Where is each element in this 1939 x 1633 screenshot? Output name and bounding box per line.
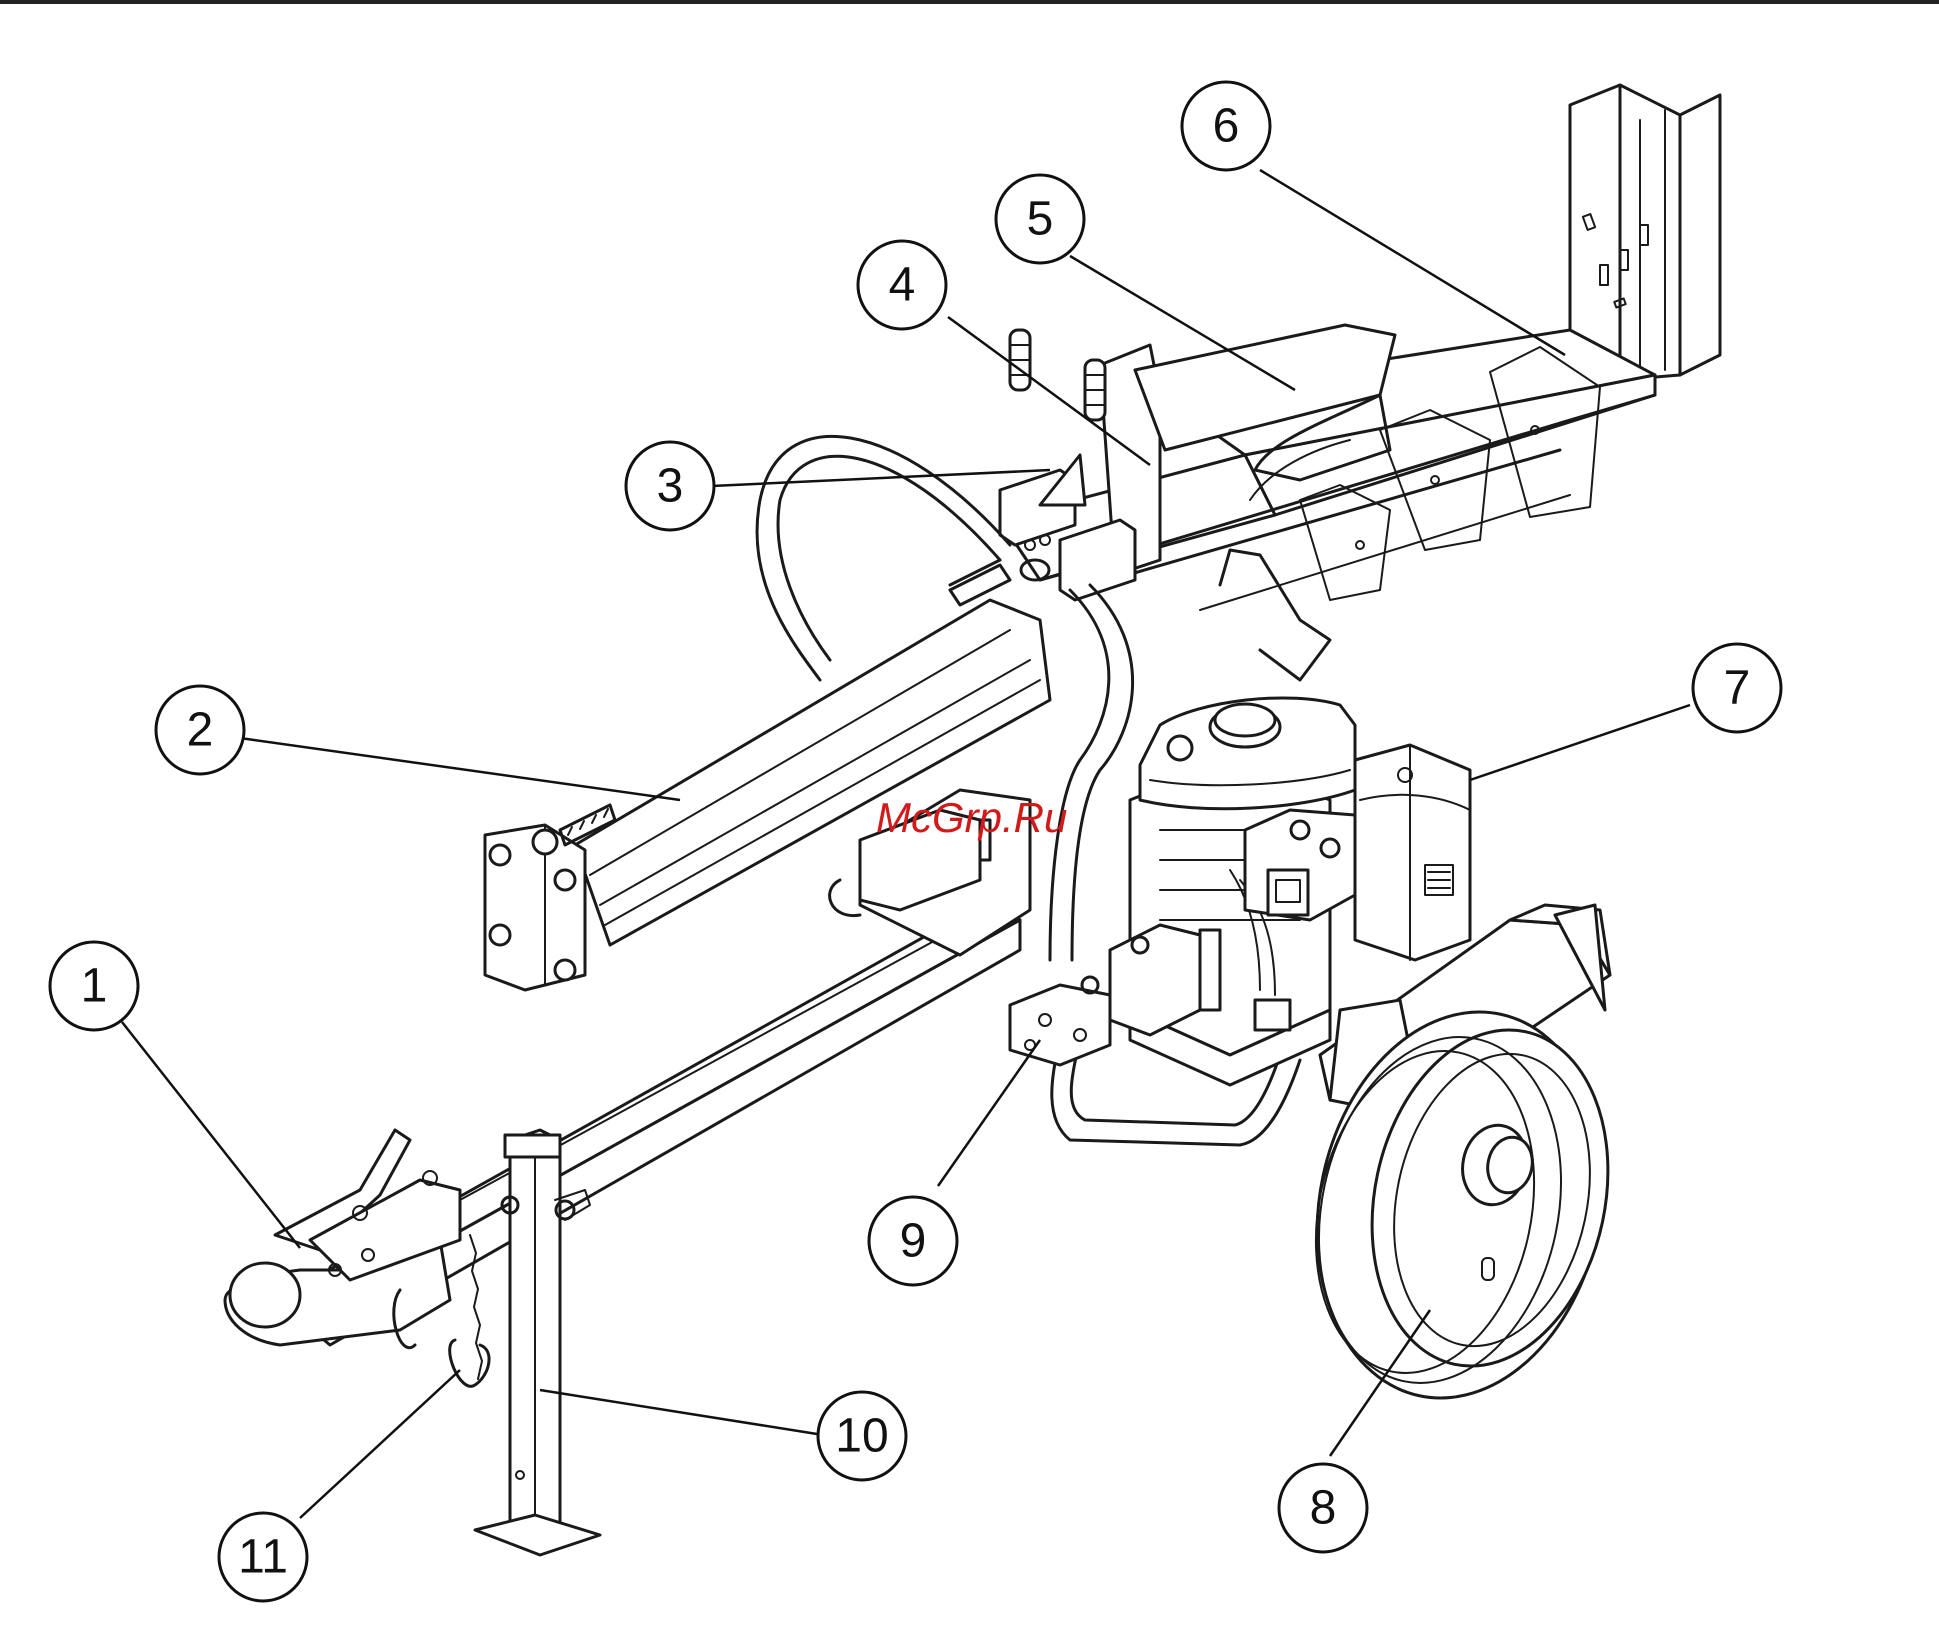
callout-1: 1 <box>50 942 138 1030</box>
leader-9 <box>938 1040 1040 1186</box>
callout-10: 10 <box>818 1392 906 1480</box>
callout-4-label: 4 <box>889 259 916 312</box>
callout-5-label: 5 <box>1027 193 1054 246</box>
callout-7: 7 <box>1693 644 1781 732</box>
watermark-text: McGrp.Ru <box>876 794 1067 841</box>
callout-3-label: 3 <box>657 460 684 513</box>
callout-11: 11 <box>219 1513 307 1601</box>
axle-and-wheel <box>1283 905 1638 1425</box>
hydraulic-cylinder <box>485 560 1050 990</box>
callout-6-label: 6 <box>1213 100 1240 153</box>
callout-2-label: 2 <box>187 704 214 757</box>
tongue-beam <box>225 900 1020 1386</box>
leader-1 <box>122 1022 300 1248</box>
callout-8: 8 <box>1279 1464 1367 1552</box>
leader-11 <box>300 1370 460 1518</box>
callout-3: 3 <box>626 442 714 530</box>
callout-1-label: 1 <box>81 960 108 1013</box>
leader-7 <box>1470 705 1690 780</box>
leader-3 <box>712 470 1050 486</box>
leader-10 <box>540 1390 817 1434</box>
callout-9: 9 <box>869 1197 957 1285</box>
callout-2: 2 <box>156 686 244 774</box>
callout-6: 6 <box>1182 82 1270 170</box>
callout-8-label: 8 <box>1310 1482 1337 1535</box>
callout-4: 4 <box>858 241 946 329</box>
callout-10-label: 10 <box>835 1410 888 1463</box>
callout-11-label: 11 <box>238 1531 288 1584</box>
callout-5: 5 <box>996 175 1084 263</box>
callout-9-label: 9 <box>900 1215 927 1268</box>
leader-2 <box>240 738 680 800</box>
leader-6 <box>1260 170 1565 355</box>
callout-7-label: 7 <box>1724 662 1751 715</box>
